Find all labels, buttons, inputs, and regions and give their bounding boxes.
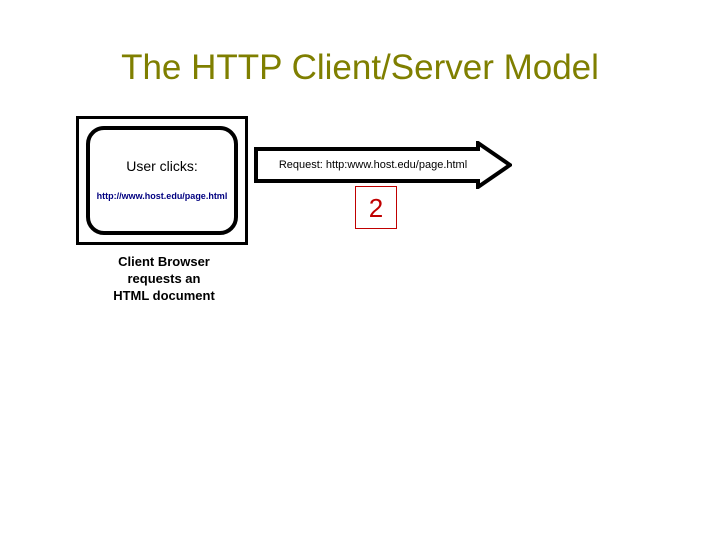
browser-screen	[86, 126, 238, 235]
caption-line-3: HTML document	[113, 288, 215, 303]
caption-line-2: requests an	[127, 271, 201, 286]
browser-screen-content: User clicks: http://www.host.edu/page.ht…	[76, 116, 248, 245]
clicked-url-text: http://www.host.edu/page.html	[96, 191, 228, 201]
right-arrow-icon	[254, 141, 512, 189]
step-number-badge: 2	[355, 186, 397, 229]
client-browser-caption: Client Browser requests an HTML document	[76, 253, 252, 304]
page-title: The HTTP Client/Server Model	[121, 48, 599, 87]
client-browser-figure: User clicks: http://www.host.edu/page.ht…	[76, 116, 248, 245]
caption-line-1: Client Browser	[118, 254, 210, 269]
request-arrow-label: Request: http:www.host.edu/page.html	[278, 158, 468, 171]
user-clicks-label: User clicks:	[126, 158, 198, 174]
request-arrow: Request: http:www.host.edu/page.html	[254, 141, 512, 189]
